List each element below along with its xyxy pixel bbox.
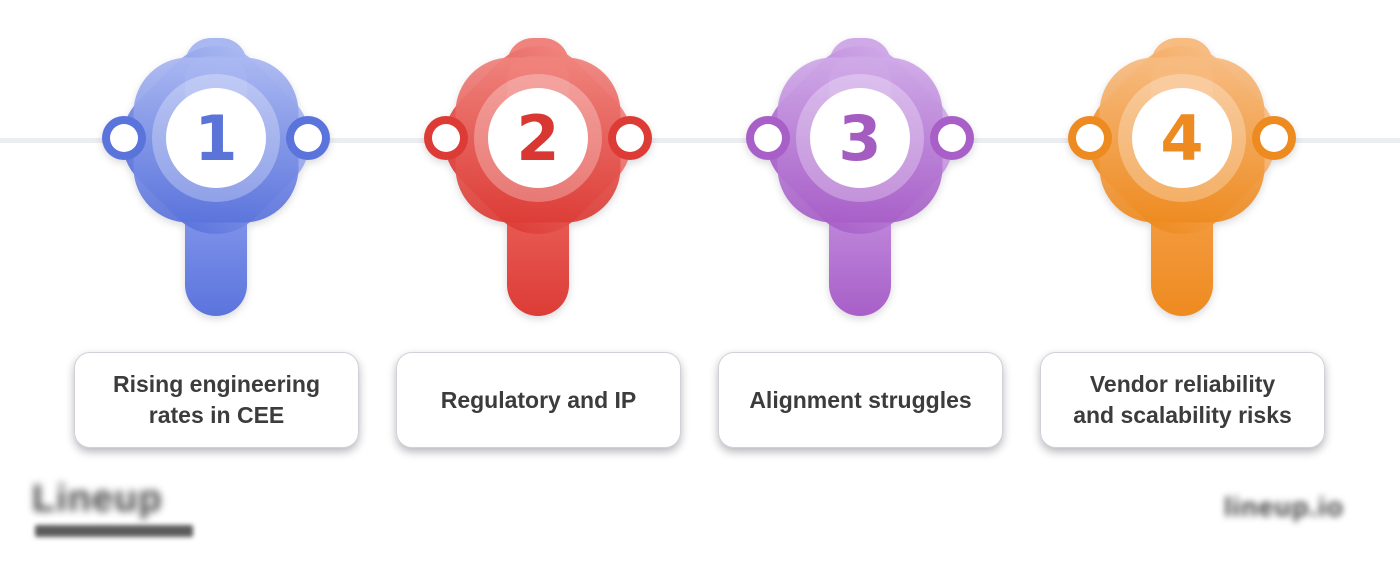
milestone-badge-icon: 2 — [424, 38, 652, 316]
watermark-logo-left: Lineup — [32, 478, 163, 520]
milestone-number: 1 — [194, 102, 237, 175]
label-text: Alignment struggles — [749, 386, 972, 413]
timeline-line — [0, 138, 1400, 143]
label-box-1: Rising engineering rates in CEE — [74, 352, 359, 448]
watermark-logo-right: lineup.io — [1224, 492, 1344, 522]
label-box-4: Vendor reliability and scalability risks — [1040, 352, 1325, 448]
milestone-marker-1: 1 — [96, 30, 336, 322]
watermark-tagline-bar — [35, 525, 193, 537]
milestone-marker-3: 3 — [740, 30, 980, 322]
milestone-badge-icon: 4 — [1068, 38, 1296, 316]
label-text: rates in CEE — [148, 402, 285, 428]
label-box-3: Alignment struggles — [718, 352, 1003, 448]
label-text: Regulatory and IP — [440, 386, 637, 413]
label-text: Vendor reliability — [1089, 371, 1276, 397]
milestone-marker-4: 4 — [1062, 30, 1302, 322]
milestone-number: 4 — [1160, 102, 1203, 175]
milestone-marker-2: 2 — [418, 30, 658, 322]
milestone-number: 2 — [516, 102, 559, 175]
label-text: Rising engineering — [112, 371, 321, 397]
label-text: and scalability risks — [1073, 402, 1292, 428]
label-box-2: Regulatory and IP — [396, 352, 681, 448]
milestone-badge-icon: 3 — [746, 38, 974, 316]
milestone-badge-icon: 1 — [102, 38, 330, 316]
milestone-number: 3 — [838, 102, 881, 175]
